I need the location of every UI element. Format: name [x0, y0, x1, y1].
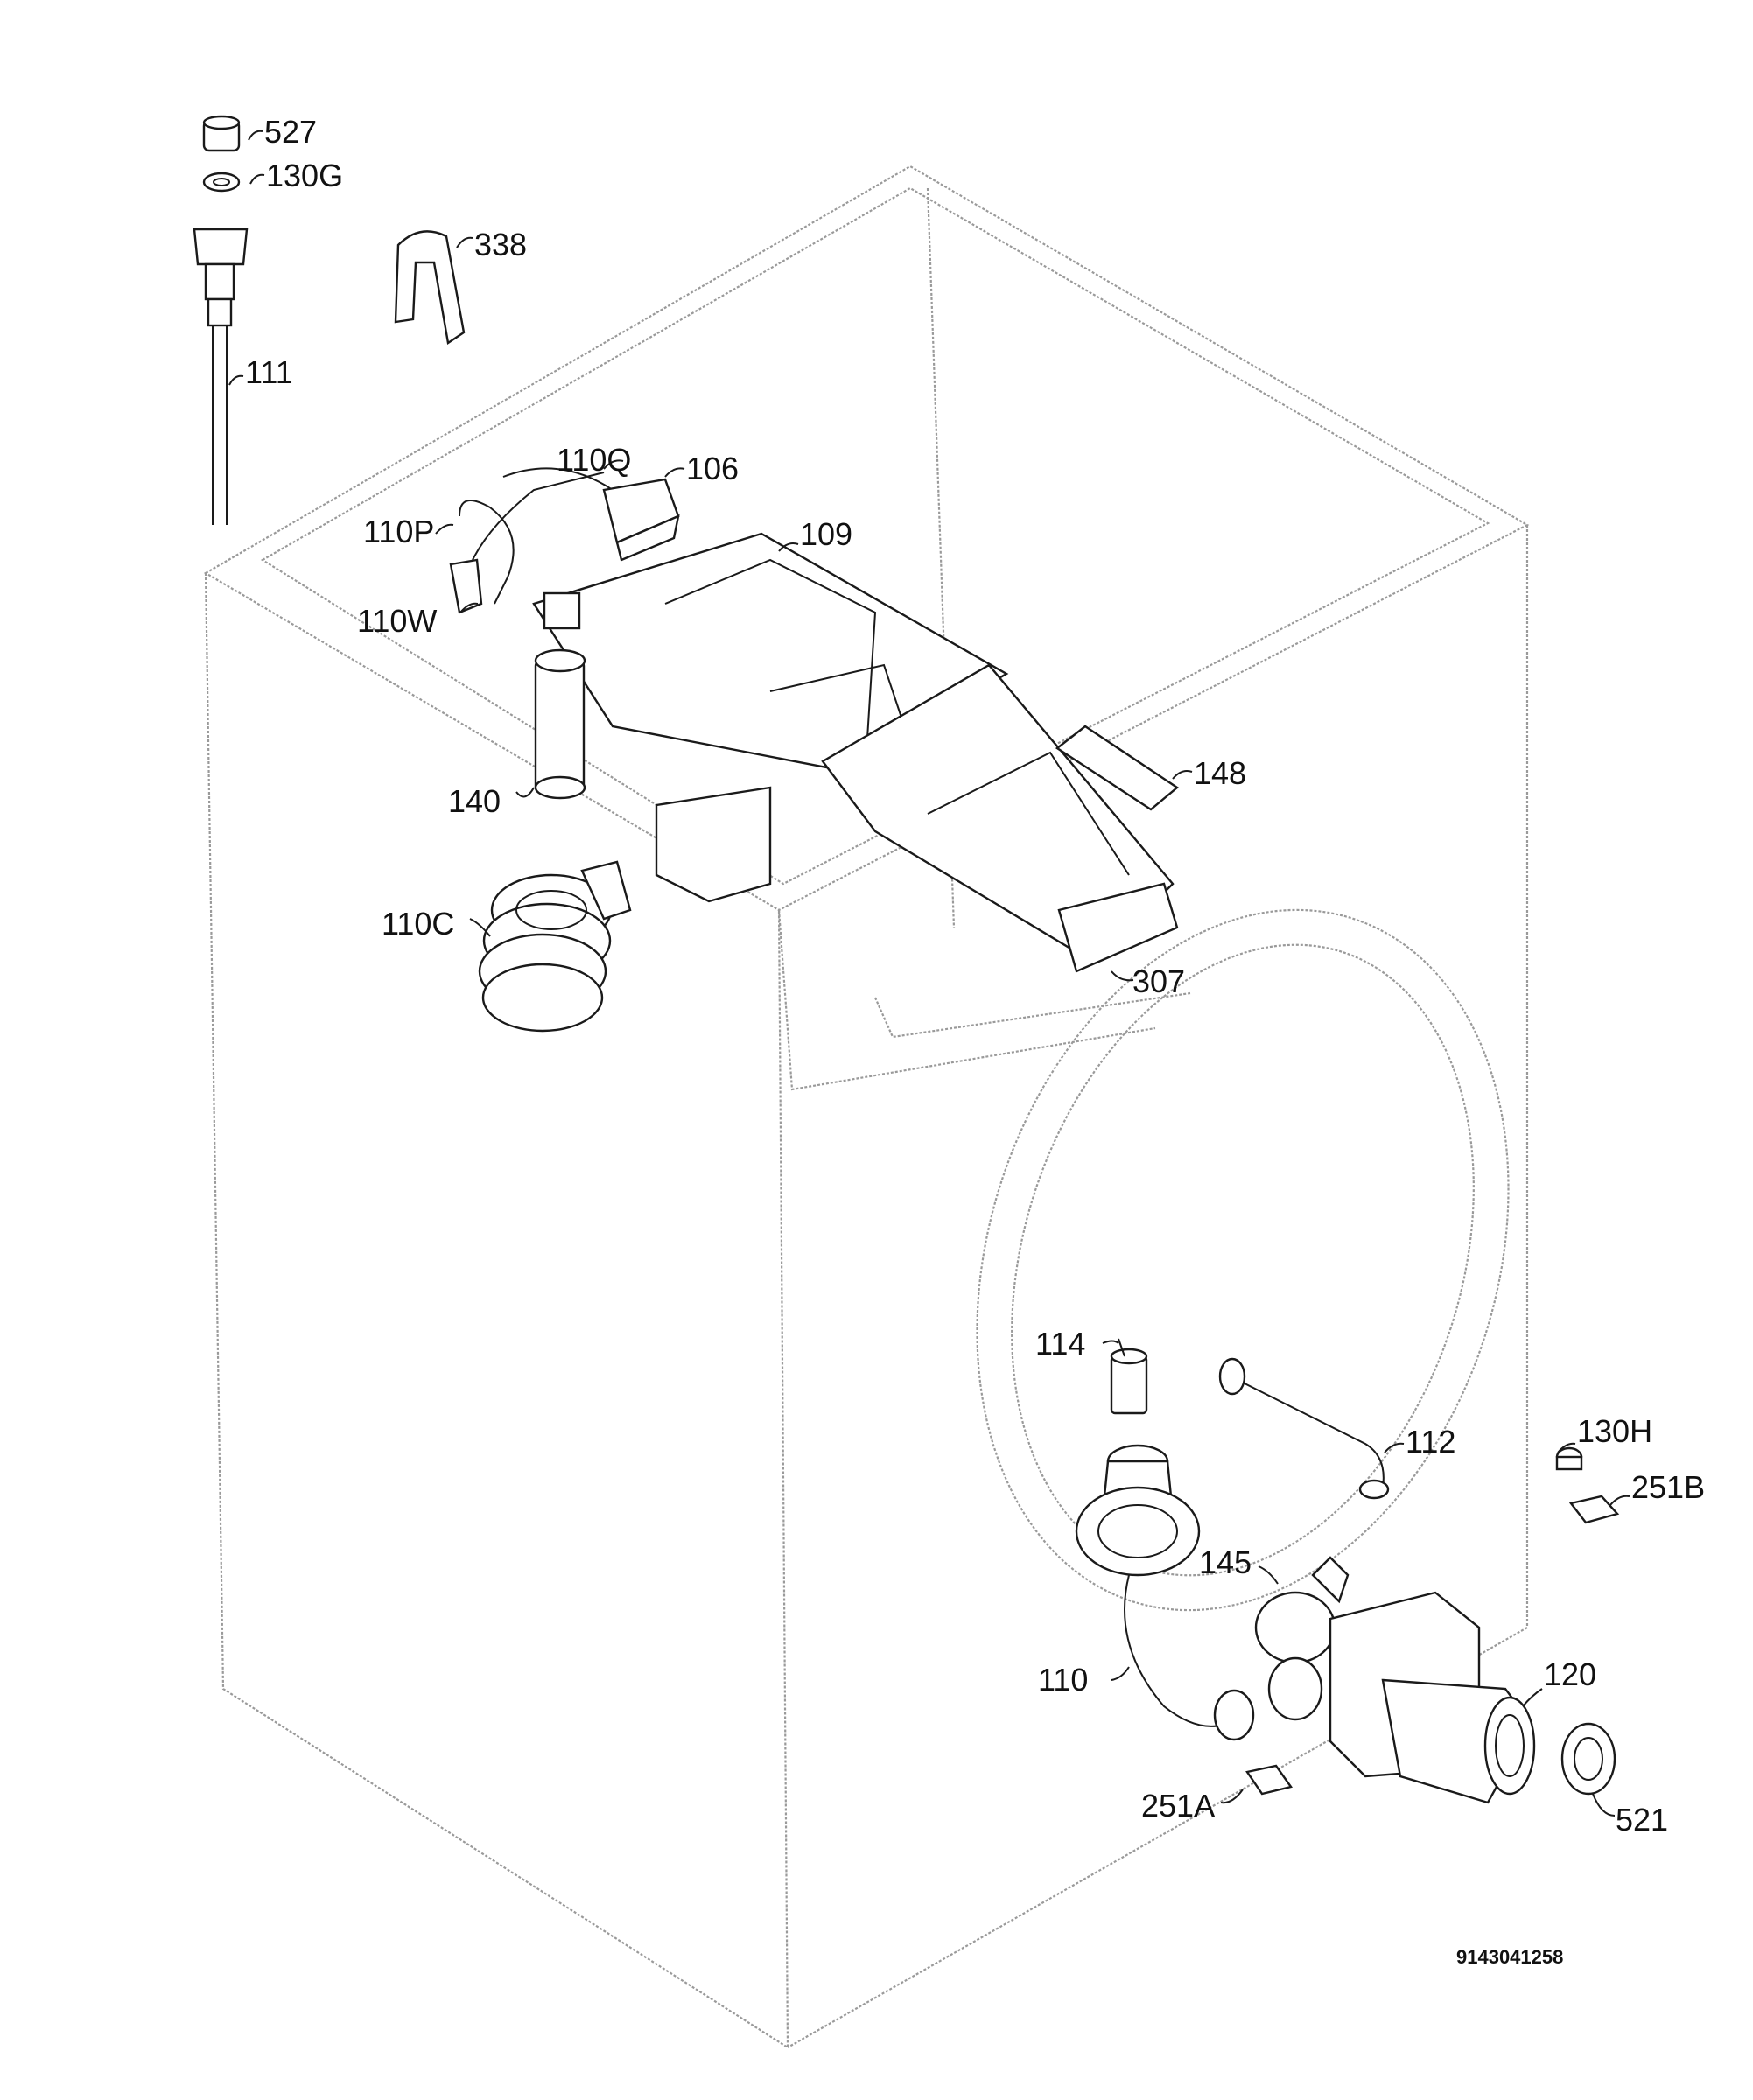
- label-140: 140: [448, 783, 501, 819]
- label-251A: 251A: [1141, 1788, 1216, 1824]
- part-521-filter-cap: [1560, 1722, 1616, 1796]
- label-148: 148: [1194, 755, 1247, 791]
- part-112-hose: [1218, 1357, 1390, 1500]
- part-120-145-pump: [1254, 1556, 1536, 1804]
- label-251B: 251B: [1631, 1469, 1706, 1505]
- label-111: 111: [245, 354, 293, 390]
- label-110W: 110W: [357, 603, 438, 639]
- label-145: 145: [1199, 1544, 1252, 1580]
- label-527: 527: [264, 114, 318, 150]
- label-130G: 130G: [266, 158, 344, 193]
- label-521: 521: [1616, 1802, 1669, 1838]
- part-338-bracket: [394, 230, 466, 346]
- part-148-plate: [1055, 724, 1180, 811]
- part-111-inlet-hose: [193, 228, 249, 525]
- label-307: 307: [1132, 963, 1186, 999]
- label-109: 109: [800, 516, 853, 552]
- part-110-sump-hose: [1075, 1444, 1255, 1741]
- part-251B-clip: [1568, 1494, 1620, 1524]
- part-307-frame: [1057, 882, 1179, 973]
- label-114: 114: [1035, 1326, 1086, 1362]
- leader-lines: [228, 130, 1630, 1816]
- part-130G-washer: [202, 172, 241, 192]
- label-112: 112: [1406, 1424, 1456, 1460]
- label-120: 120: [1544, 1656, 1597, 1692]
- label-110: 110: [1038, 1662, 1089, 1698]
- label-110Q: 110Q: [557, 442, 632, 478]
- label-130H: 130H: [1577, 1413, 1653, 1449]
- part-109-dispenser: [532, 532, 1175, 964]
- part-110C-bellows: [478, 860, 632, 1032]
- part-527-nut: [202, 115, 241, 152]
- part-106-valve: [602, 478, 680, 562]
- part-251A-clip: [1245, 1764, 1294, 1796]
- label-110C: 110C: [382, 906, 455, 942]
- document-number: 9143041258: [1456, 1946, 1564, 1968]
- part-140-pipe: [534, 592, 586, 800]
- part-110P-110Q-110W-hoses: [449, 467, 614, 614]
- part-130H: [1555, 1446, 1583, 1471]
- part-114-sensor: [1110, 1338, 1148, 1415]
- label-338: 338: [474, 227, 528, 262]
- label-106: 106: [686, 451, 740, 486]
- label-110P: 110P: [363, 514, 435, 550]
